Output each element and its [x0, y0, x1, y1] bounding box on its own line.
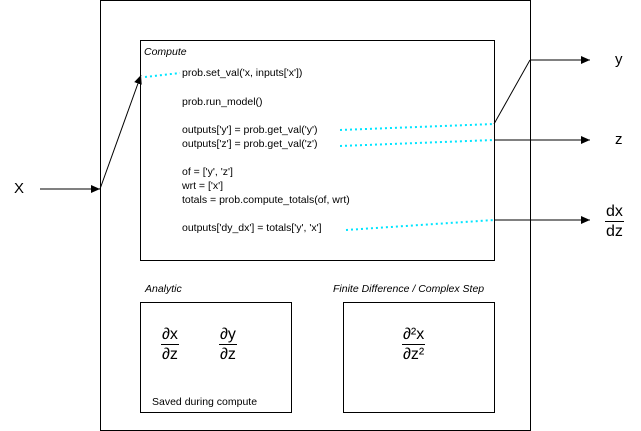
dy-dz-numerator: ∂y [220, 326, 236, 343]
output-dx-dz-fraction: dx dz [605, 203, 624, 241]
dx-dz-denominator: ∂z [161, 344, 179, 363]
compute-title: Compute [144, 46, 187, 58]
d2x-dz2-denominator: ∂z² [402, 344, 426, 363]
get-z-link [339, 139, 495, 147]
finite-difference-box [343, 302, 495, 413]
dx-dz-numerator: ∂x [162, 326, 178, 343]
dy-dz-denominator: ∂z [219, 344, 237, 363]
run-model-line: prob.run_model() [182, 96, 263, 108]
output-dz-denominator: dz [605, 221, 624, 240]
output-z-label: z [615, 131, 623, 148]
compute-to-y-connector [493, 59, 531, 125]
d2x-dz2-fraction: ∂²x ∂z² [402, 326, 426, 364]
compute-box [140, 40, 495, 261]
set-val-line: prob.set_val('x, inputs['x']) [182, 67, 303, 79]
set-val-link [144, 72, 181, 78]
dy-dx-line: outputs['dy_dx'] = totals['y', 'x'] [182, 222, 322, 234]
output-y-label: y [615, 51, 623, 68]
output-dx-numerator: dx [606, 203, 623, 220]
get-y-link [339, 123, 495, 131]
finite-difference-title: Finite Difference / Complex Step [333, 283, 485, 295]
input-to-compute-arrow [99, 74, 142, 190]
d2x-dz2-numerator: ∂²x [403, 326, 425, 343]
analytic-footer: Saved during compute [152, 396, 258, 408]
totals-line: totals = prob.compute_totals(of, wrt) [182, 194, 350, 206]
dx-dz-fraction: ∂x ∂z [161, 326, 179, 364]
of-line: of = ['y', 'z'] [182, 166, 233, 178]
analytic-title: Analytic [145, 283, 182, 295]
input-x-label: X [14, 180, 25, 197]
dy-dz-fraction: ∂y ∂z [219, 326, 237, 364]
outer-component-box [100, 0, 531, 431]
analytic-box [140, 302, 292, 413]
get-y-line: outputs['y'] = prob.get_val('y') [182, 124, 318, 136]
get-z-line: outputs['z'] = prob.get_val('z') [182, 138, 318, 150]
wrt-line: wrt = ['x'] [182, 180, 224, 192]
dy-dx-link [345, 219, 495, 231]
